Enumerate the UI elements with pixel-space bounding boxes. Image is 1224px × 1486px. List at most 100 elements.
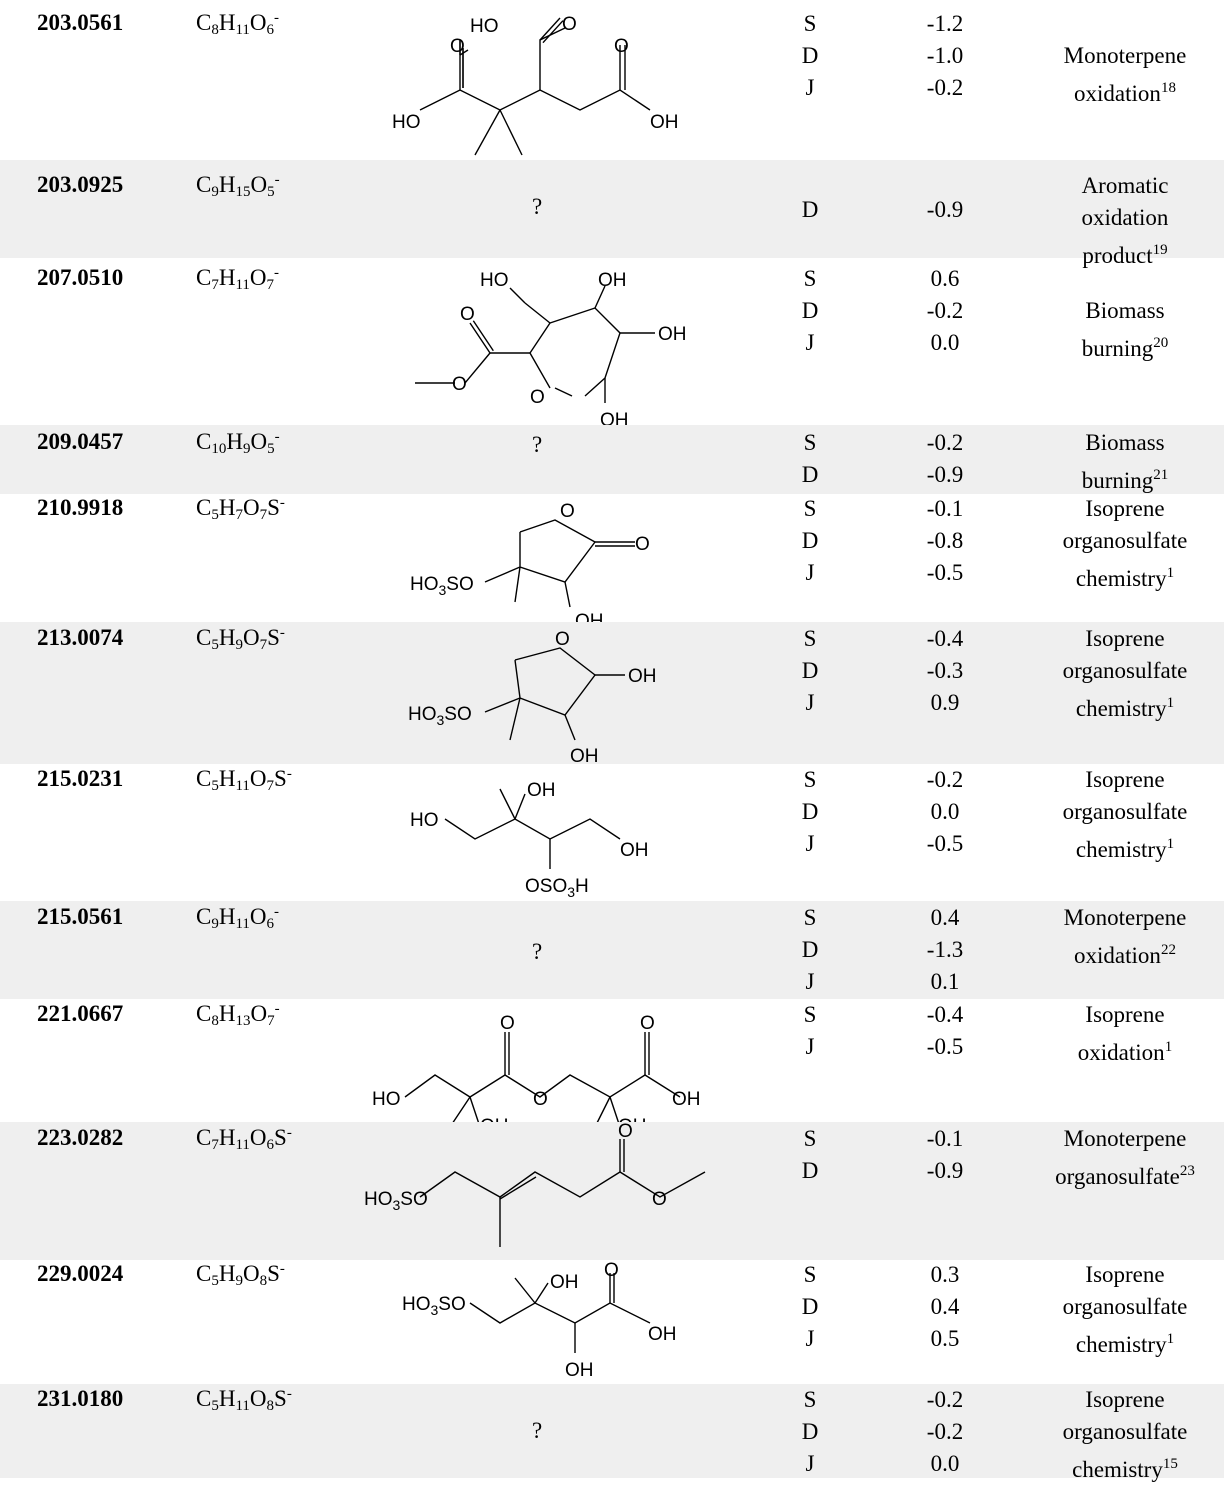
site-list: D: [790, 194, 830, 226]
site-code: D: [801, 658, 819, 683]
atom-label: OH: [550, 1272, 579, 1293]
bond: [529, 322, 551, 389]
structure-diagram: OOHO3SOOH: [410, 501, 650, 632]
atom-label: O: [560, 501, 575, 522]
molecular-formula: C8H11O6-: [196, 10, 280, 38]
atom-label: HO3SO: [410, 574, 474, 598]
bond: [564, 581, 571, 608]
value-list: -0.1-0.9: [905, 1123, 985, 1187]
value: -1.3: [926, 937, 964, 962]
site-code: S: [803, 1262, 817, 1287]
site-code: S: [803, 266, 817, 291]
site-code: D: [801, 1158, 819, 1183]
mz-value: 231.0180: [37, 1386, 124, 1411]
bond: [514, 793, 526, 820]
value: 0.0: [930, 330, 960, 355]
molecular-formula: C8H13O7-: [196, 1001, 280, 1029]
reference: 1: [1166, 836, 1175, 852]
site-code: J: [805, 969, 815, 994]
site-code: S: [803, 905, 817, 930]
mz-value: 215.0561: [37, 904, 124, 929]
atom-label: OH: [628, 666, 657, 687]
site-code: D: [801, 43, 819, 68]
bond: [514, 647, 596, 716]
mz-value: 223.0282: [37, 1125, 124, 1150]
bond: [554, 387, 573, 397]
unknown-structure: ?: [532, 432, 543, 457]
molecular-formula: C9H15O5-: [196, 172, 280, 200]
atom-label: HO3SO: [408, 704, 472, 728]
reference: 15: [1162, 1456, 1178, 1472]
bond: [404, 1074, 681, 1098]
bond: [469, 322, 491, 354]
bond: [509, 287, 526, 304]
table-row: 210.9918C5H7O7S-OOHO3SOOHSDJ-0.1-0.8-0.5…: [0, 493, 1224, 632]
structure: ?: [350, 901, 730, 999]
bond: [464, 352, 491, 384]
atom-label: OSO3H: [525, 876, 589, 900]
site-code: D: [801, 1294, 819, 1319]
value: -0.2: [926, 75, 964, 100]
value-list: -0.1-0.8-0.5: [905, 493, 985, 589]
molecular-formula: C5H9O7S-: [196, 625, 285, 653]
value: -0.9: [926, 197, 964, 222]
atom-label: O: [450, 36, 465, 57]
molecular-formula: C7H11O6S-: [196, 1125, 292, 1153]
bond: [419, 89, 651, 111]
reference: 19: [1152, 242, 1168, 258]
mz-value: 203.0561: [37, 10, 124, 35]
site-code: D: [801, 197, 819, 222]
site-code: D: [801, 298, 819, 323]
atom-label: HO: [372, 1089, 401, 1110]
reference: 20: [1153, 335, 1169, 351]
structure: OOHOOOHOHOH: [350, 999, 730, 1137]
reference: 23: [1179, 1163, 1195, 1179]
bond: [539, 17, 561, 41]
bond: [519, 519, 597, 583]
reference: 1: [1164, 1039, 1173, 1055]
bond: [419, 1171, 706, 1198]
atom-label: HO: [480, 270, 509, 291]
unknown-structure: ?: [532, 194, 543, 219]
site-code: J: [805, 330, 815, 355]
atom-label: O: [452, 374, 467, 395]
bond: [534, 1282, 549, 1304]
molecular-formula: C5H11O8S-: [196, 1386, 292, 1414]
value: -0.5: [926, 560, 964, 585]
value: -0.9: [926, 1158, 964, 1183]
reference: 22: [1160, 942, 1176, 958]
mz-value: 209.0457: [37, 429, 124, 454]
value: 0.3: [930, 1262, 960, 1287]
atom-label: OH: [598, 270, 627, 291]
unknown-structure: ?: [532, 939, 543, 964]
value: -1.0: [926, 43, 964, 68]
